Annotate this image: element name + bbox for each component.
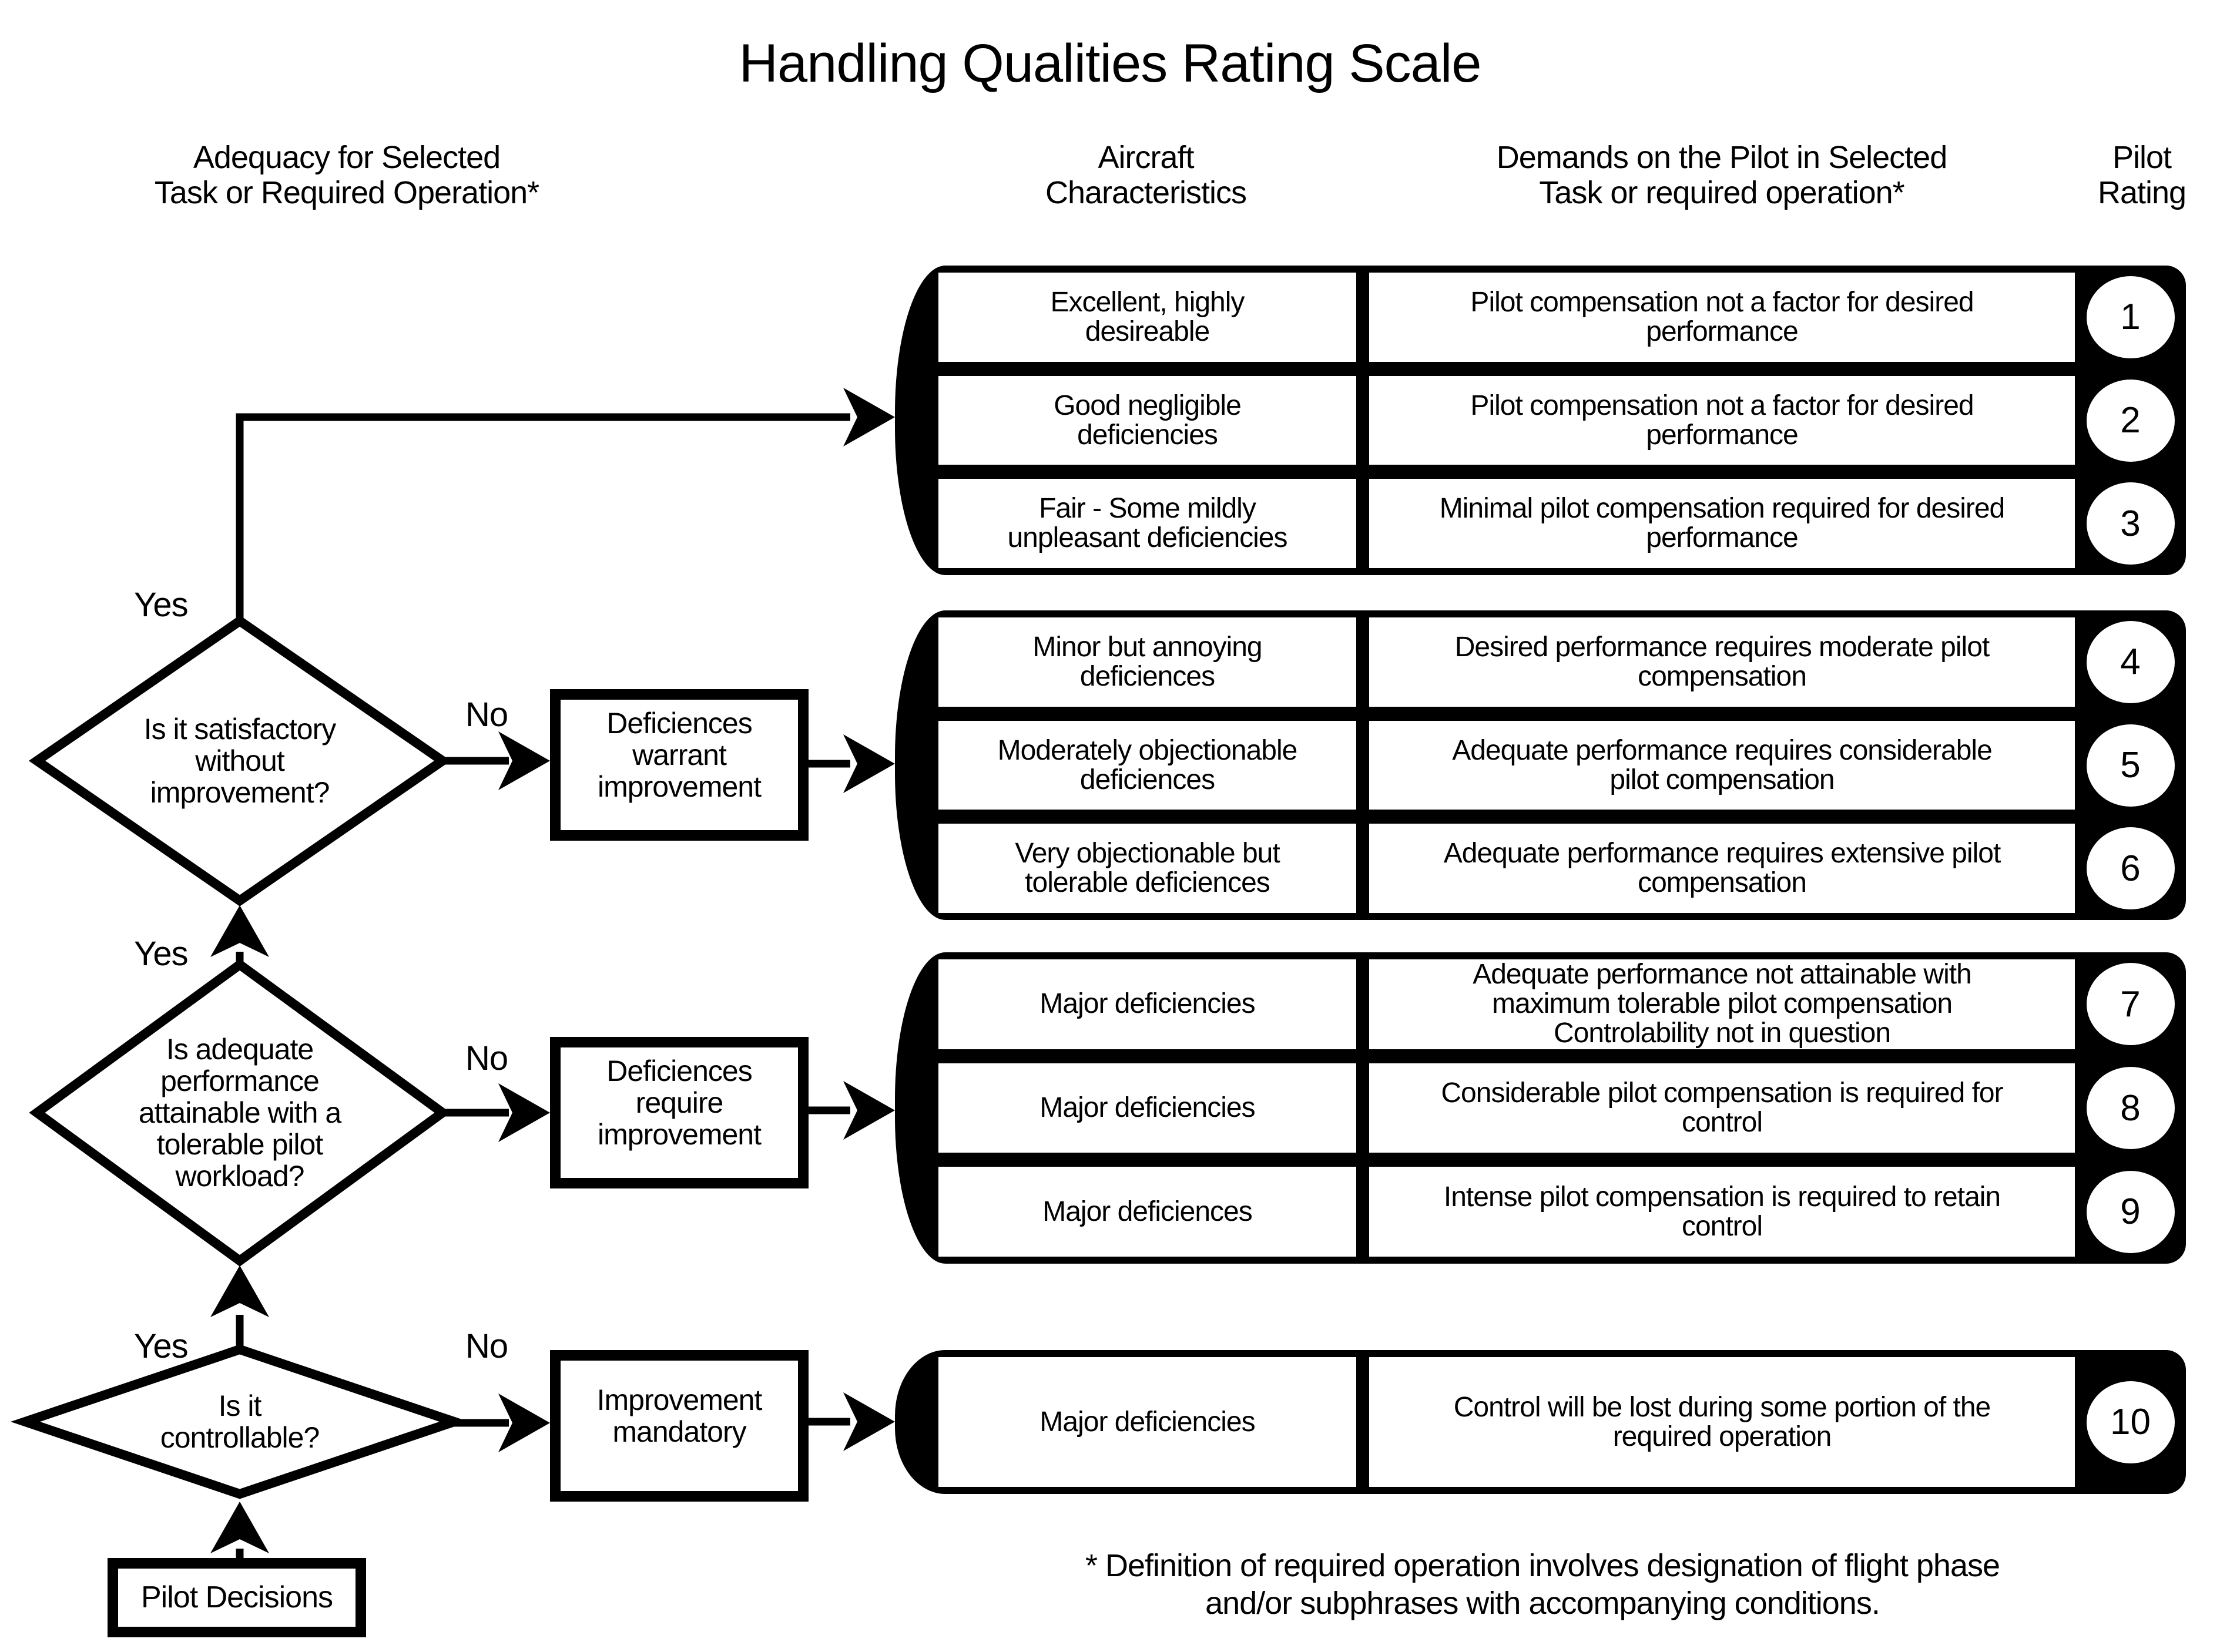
- rating-group-1-3: Excellent, highly desireable Pilot compe…: [895, 266, 2186, 575]
- cell-pilot-demands: Minimal pilot compensation required for …: [1369, 479, 2075, 569]
- rating-group-4-6: Minor but annoying deficiences Desired p…: [895, 610, 2186, 920]
- rating-row-3: Fair - Some mildly unpleasant deficienci…: [938, 479, 2186, 569]
- decision-1-yes-label: Yes: [134, 586, 189, 624]
- rating-badge: 4: [2086, 620, 2175, 703]
- cell-pilot-demands: Intense pilot compensation is required t…: [1369, 1167, 2075, 1257]
- header-pilot-rating: Pilot Rating: [2097, 140, 2187, 211]
- decision-1-question: Is it satisfactory without improvement?: [143, 713, 337, 809]
- cell-aircraft-characteristics: Major deficiences: [938, 1167, 1356, 1257]
- rating-cell: 5: [2075, 721, 2186, 810]
- cell-aircraft-characteristics: Major deficiencies: [938, 1063, 1356, 1153]
- footnote: * Definition of required operation invol…: [1085, 1548, 2000, 1621]
- cell-pilot-demands: Adequate performance not attainable with…: [1369, 959, 2075, 1049]
- decision-diamond-controllable: [10, 1344, 470, 1499]
- rating-cell: 1: [2075, 273, 2186, 362]
- rating-badge: 10: [2086, 1381, 2175, 1463]
- action-box-deficiences-warrant: Deficiences warrant improvement: [550, 689, 809, 841]
- rating-group-7-9: Major deficiencies Adequate performance …: [895, 952, 2186, 1264]
- cell-aircraft-characteristics: Minor but annoying deficiences: [938, 617, 1356, 707]
- rating-badge: 7: [2086, 963, 2175, 1046]
- rating-group-10: Major deficiencies Control will be lost …: [895, 1350, 2186, 1494]
- rating-row-10: Major deficiencies Control will be lost …: [938, 1357, 2186, 1487]
- cell-pilot-demands: Pilot compensation not a factor for desi…: [1369, 273, 2075, 362]
- rating-row-8: Major deficiencies Considerable pilot co…: [938, 1063, 2186, 1153]
- rating-cell: 2: [2075, 376, 2186, 465]
- header-demands: Demands on the Pilot in Selected Task or…: [1496, 140, 1947, 211]
- cell-aircraft-characteristics: Moderately objectionable deficiences: [938, 720, 1356, 810]
- rating-badge: 5: [2086, 724, 2175, 807]
- decision-3-no-label: No: [465, 1327, 508, 1365]
- rating-badge: 6: [2086, 827, 2175, 910]
- rating-row-9: Major deficiences Intense pilot compensa…: [938, 1167, 2186, 1257]
- decision-3-yes-label: Yes: [134, 1327, 189, 1365]
- cell-pilot-demands: Desired performance requires moderate pi…: [1369, 617, 2075, 707]
- rating-badge: 3: [2086, 482, 2175, 565]
- rating-badge: 1: [2086, 276, 2175, 358]
- cell-aircraft-characteristics: Very objectionable but tolerable deficie…: [938, 824, 1356, 914]
- decision-1-no-label: No: [465, 696, 508, 734]
- rating-row-7: Major deficiencies Adequate performance …: [938, 959, 2186, 1049]
- rating-badge: 2: [2086, 379, 2175, 462]
- rating-cell: 10: [2075, 1357, 2186, 1487]
- rating-row-6: Very objectionable but tolerable deficie…: [938, 824, 2186, 914]
- rating-cell: 9: [2075, 1167, 2186, 1257]
- rating-cell: 6: [2075, 824, 2186, 913]
- decision-2-no-label: No: [465, 1039, 508, 1077]
- decision-diamond-satisfactory: [28, 615, 451, 906]
- cell-pilot-demands: Adequate performance requires considerab…: [1369, 720, 2075, 810]
- cell-pilot-demands: Adequate performance requires extensive …: [1369, 824, 2075, 914]
- action-box-deficiences-require: Deficiences require improvement: [550, 1037, 809, 1188]
- rating-row-1: Excellent, highly desireable Pilot compe…: [938, 273, 2186, 362]
- rating-row-5: Moderately objectionable deficiences Ade…: [938, 720, 2186, 810]
- rating-row-4: Minor but annoying deficiences Desired p…: [938, 617, 2186, 707]
- cell-aircraft-characteristics: Excellent, highly desireable: [938, 273, 1356, 362]
- decision-2-yes-label: Yes: [134, 935, 189, 973]
- header-aircraft: Aircraft Characteristics: [1045, 140, 1247, 211]
- cell-pilot-demands: Control will be lost during some portion…: [1369, 1357, 2075, 1487]
- header-adequacy: Adequacy for Selected Task or Required O…: [154, 140, 539, 211]
- cell-aircraft-characteristics: Major deficiencies: [938, 959, 1356, 1049]
- page-title: Handling Qualities Rating Scale: [739, 33, 1482, 93]
- cell-aircraft-characteristics: Good negligible deficiencies: [938, 375, 1356, 465]
- rating-cell: 7: [2075, 959, 2186, 1049]
- rating-cell: 8: [2075, 1063, 2186, 1153]
- rating-badge: 9: [2086, 1170, 2175, 1253]
- decision-2-question: Is adequate performance attainable with …: [138, 1033, 341, 1193]
- rating-row-2: Good negligible deficiencies Pilot compe…: [938, 375, 2186, 465]
- cell-aircraft-characteristics: Major deficiencies: [938, 1357, 1356, 1487]
- cell-pilot-demands: Pilot compensation not a factor for desi…: [1369, 375, 2075, 465]
- decision-diamond-adequate-performance: [29, 959, 451, 1267]
- action-box-improvement-mandatory: Improvement mandatory: [550, 1350, 809, 1502]
- rating-badge: 8: [2086, 1067, 2175, 1149]
- cell-pilot-demands: Considerable pilot compensation is requi…: [1369, 1063, 2075, 1153]
- rating-cell: 3: [2075, 479, 2186, 568]
- rating-cell: 4: [2075, 617, 2186, 707]
- arrowheads: [210, 388, 895, 1553]
- cell-aircraft-characteristics: Fair - Some mildly unpleasant deficienci…: [938, 479, 1356, 569]
- pilot-decisions-box: Pilot Decisions: [108, 1558, 366, 1637]
- decision-3-question: Is it controllable?: [160, 1389, 320, 1454]
